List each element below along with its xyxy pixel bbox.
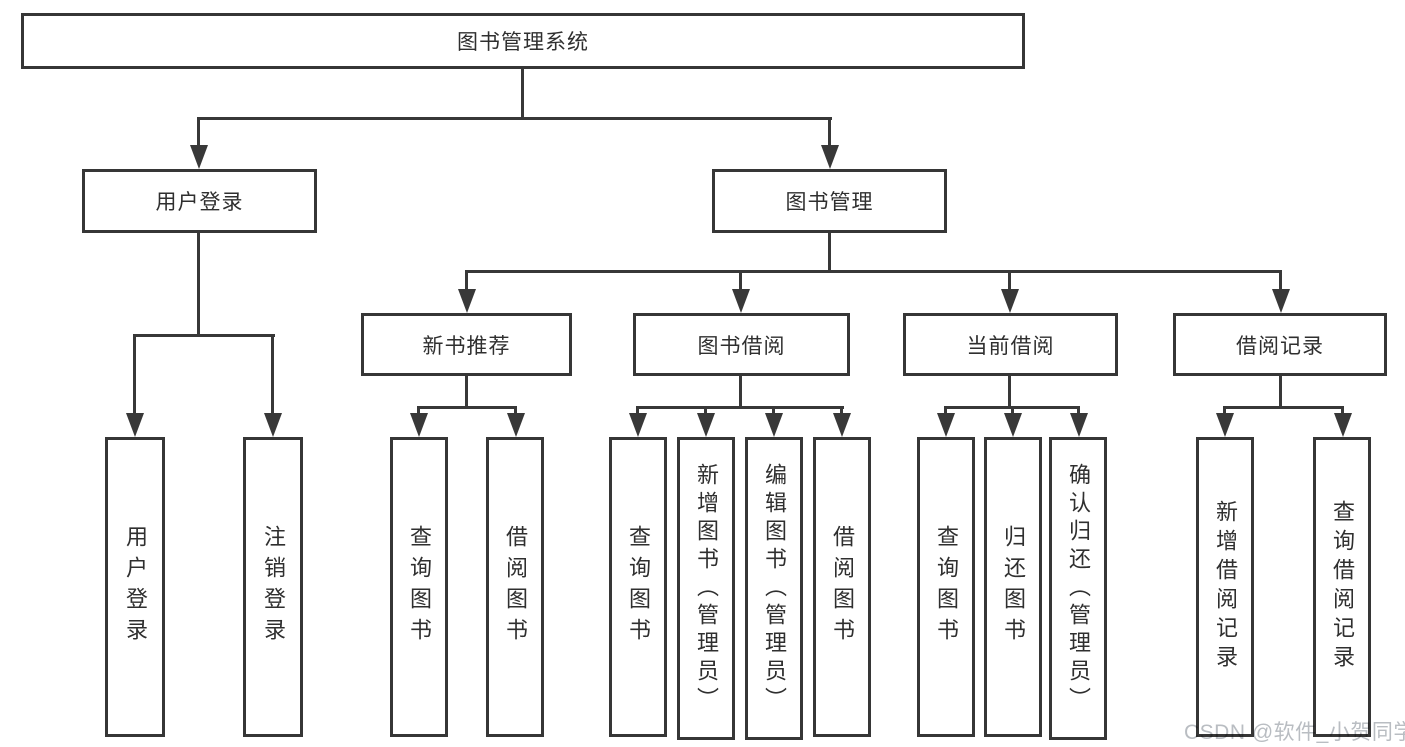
connector-current-borrow-stem <box>1008 376 1011 408</box>
connector-user-login-rail <box>133 334 275 337</box>
node-root-label: 图书管理系统 <box>457 31 589 54</box>
connector-book-mgmt-shaft <box>828 117 831 147</box>
leaf-nb-query-label: 查询图书 <box>407 525 432 649</box>
connector-level2-rail <box>197 117 832 120</box>
leaf-cb-confirm: 确认归还（管理员） <box>1049 437 1107 740</box>
connector-new-book-rail <box>417 406 517 409</box>
leaf-bb-add-label: 新增图书（管理员） <box>694 462 719 715</box>
connector-borrow-record-shaft <box>1279 270 1282 291</box>
node-new-book-rec-label: 新书推荐 <box>422 334 511 358</box>
leaf-br-add-label: 新增借阅记录 <box>1213 500 1238 674</box>
node-borrow-record: 借阅记录 <box>1173 313 1387 376</box>
node-user-login: 用户登录 <box>82 169 317 233</box>
connector-book-borrow-stem <box>739 376 742 408</box>
node-new-book-rec: 新书推荐 <box>361 313 572 376</box>
connector-bb-query-shaft <box>636 406 639 416</box>
connector-user-login-shaft <box>197 117 200 147</box>
connector-leaf-user-login-shaft <box>133 334 136 415</box>
arrowhead-book-mgmt-icon <box>821 145 839 169</box>
leaf-cb-return-label: 归还图书 <box>1001 525 1026 649</box>
connector-current-borrow-shaft <box>1008 270 1011 291</box>
connector-root-stem <box>521 68 524 119</box>
leaf-bb-edit-label: 编辑图书（管理员） <box>762 462 787 715</box>
csdn-watermark: CSDN @软件_小贺同学 <box>1184 721 1405 744</box>
connector-bb-add-shaft <box>704 406 707 416</box>
arrowhead-cb-confirm-icon <box>1070 413 1088 437</box>
connector-book-borrow-rail <box>636 406 844 409</box>
node-current-borrow: 当前借阅 <box>903 313 1118 376</box>
node-book-mgmt-label: 图书管理 <box>785 191 874 214</box>
arrowhead-book-borrow-icon <box>732 289 750 313</box>
leaf-nb-borrow: 借阅图书 <box>486 437 544 737</box>
connector-nb-query-shaft <box>417 406 420 416</box>
leaf-nb-query: 查询图书 <box>390 437 448 737</box>
leaf-bb-query: 查询图书 <box>609 437 667 737</box>
node-borrow-record-label: 借阅记录 <box>1236 334 1324 358</box>
leaf-bb-add: 新增图书（管理员） <box>677 437 735 740</box>
arrowhead-leaf-user-login-icon <box>126 413 144 437</box>
connector-borrow-record-stem <box>1279 376 1282 408</box>
arrowhead-bb-query-icon <box>629 413 647 437</box>
arrowhead-nb-borrow-icon <box>507 413 525 437</box>
connector-level3-rail <box>465 270 1282 273</box>
arrowhead-current-borrow-icon <box>1001 289 1019 313</box>
connector-user-login-stem <box>197 233 200 336</box>
connector-br-add-shaft <box>1223 406 1226 416</box>
connector-bb-edit-shaft <box>772 406 775 416</box>
connector-borrow-record-rail <box>1223 406 1344 409</box>
node-user-login-label: 用户登录 <box>155 191 244 214</box>
leaf-bb-borrow-label: 借阅图书 <box>830 525 855 649</box>
node-book-borrow: 图书借阅 <box>633 313 850 376</box>
leaf-bb-borrow: 借阅图书 <box>813 437 871 737</box>
leaf-br-add: 新增借阅记录 <box>1196 437 1254 737</box>
leaf-br-query-label: 查询借阅记录 <box>1330 500 1355 674</box>
arrowhead-bb-add-icon <box>697 413 715 437</box>
connector-cb-query-shaft <box>944 406 947 416</box>
arrowhead-borrow-record-icon <box>1272 289 1290 313</box>
connector-new-book-shaft <box>465 270 468 291</box>
arrowhead-cb-query-icon <box>937 413 955 437</box>
node-book-mgmt: 图书管理 <box>712 169 947 233</box>
connector-nb-borrow-shaft <box>514 406 517 416</box>
arrowhead-user-login-icon <box>190 145 208 169</box>
node-root: 图书管理系统 <box>21 13 1025 69</box>
arrowhead-br-query-icon <box>1334 413 1352 437</box>
leaf-logout-label: 注销登录 <box>261 525 286 649</box>
connector-leaf-logout-shaft <box>271 334 274 415</box>
arrowhead-nb-query-icon <box>410 413 428 437</box>
connector-book-mgmt-stem <box>828 233 831 272</box>
leaf-bb-query-label: 查询图书 <box>626 525 651 649</box>
leaf-cb-confirm-label: 确认归还（管理员） <box>1066 462 1091 715</box>
arrowhead-new-book-icon <box>458 289 476 313</box>
arrowhead-bb-borrow-icon <box>833 413 851 437</box>
arrowhead-br-add-icon <box>1216 413 1234 437</box>
connector-bb-borrow-shaft <box>840 406 843 416</box>
arrowhead-leaf-logout-icon <box>264 413 282 437</box>
leaf-br-query: 查询借阅记录 <box>1313 437 1371 737</box>
leaf-cb-query: 查询图书 <box>917 437 975 737</box>
connector-book-borrow-shaft <box>739 270 742 291</box>
connector-br-query-shaft <box>1341 406 1344 416</box>
leaf-bb-edit: 编辑图书（管理员） <box>745 437 803 740</box>
connector-new-book-stem <box>465 376 468 408</box>
connector-cb-return-shaft <box>1011 406 1014 416</box>
node-current-borrow-label: 当前借阅 <box>966 334 1055 358</box>
leaf-cb-return: 归还图书 <box>984 437 1042 737</box>
arrowhead-bb-edit-icon <box>765 413 783 437</box>
leaf-user-login-label: 用户登录 <box>123 525 148 649</box>
leaf-logout: 注销登录 <box>243 437 303 737</box>
leaf-cb-query-label: 查询图书 <box>934 525 959 649</box>
leaf-nb-borrow-label: 借阅图书 <box>503 525 528 649</box>
node-book-borrow-label: 图书借阅 <box>697 334 786 358</box>
leaf-user-login: 用户登录 <box>105 437 165 737</box>
connector-cb-confirm-shaft <box>1077 406 1080 416</box>
arrowhead-cb-return-icon <box>1004 413 1022 437</box>
